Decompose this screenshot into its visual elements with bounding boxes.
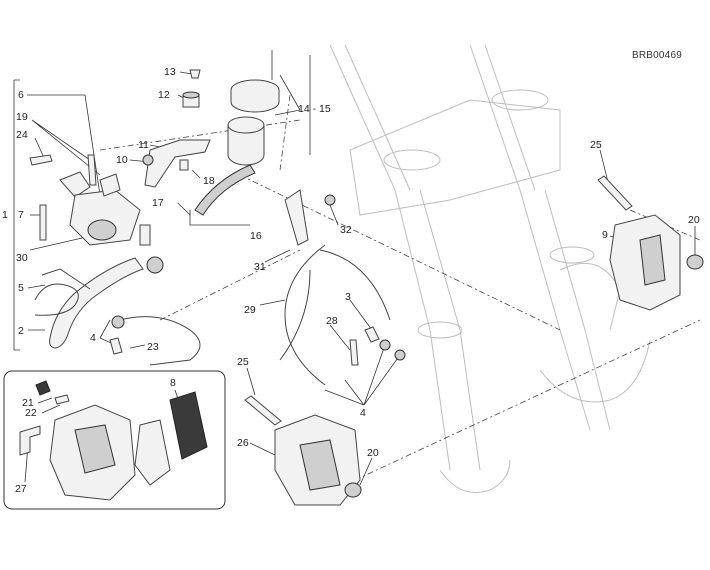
- callout-4a: 4: [90, 332, 96, 344]
- callout-21: 21: [22, 397, 34, 409]
- callout-25b: 25: [237, 356, 249, 368]
- callout-20b: 20: [367, 447, 379, 459]
- callout-23: 23: [147, 341, 159, 353]
- caliper-left: [244, 395, 362, 506]
- callout-2: 2: [18, 325, 24, 337]
- callout-10: 10: [116, 154, 128, 166]
- callout-6: 6: [18, 89, 24, 101]
- callout-24: 24: [16, 129, 28, 141]
- brake-line: [279, 189, 406, 386]
- callout-8: 8: [170, 377, 176, 389]
- inset-panel-frame: [3, 370, 226, 510]
- callout-13: 13: [164, 66, 176, 78]
- reservoir-group: [142, 50, 280, 216]
- caliper-right: [597, 175, 704, 311]
- callout-17: 17: [152, 197, 164, 209]
- callout-30: 30: [16, 252, 28, 264]
- callout-27: 27: [15, 483, 27, 495]
- callout-28: 28: [326, 315, 338, 327]
- inset-caliper-and-pads: [19, 380, 208, 501]
- callout-3: 3: [345, 291, 351, 303]
- callout-4b: 4: [360, 407, 366, 419]
- callout-25a: 25: [590, 139, 602, 151]
- callout-20a: 20: [688, 214, 700, 226]
- callout-11: 11: [138, 139, 149, 151]
- callout-9: 9: [602, 229, 608, 241]
- diagram-code: BRB00469: [632, 50, 682, 61]
- master-cylinder-group: [29, 154, 201, 366]
- callout-31: 31: [254, 261, 266, 273]
- callout-12: 12: [158, 89, 170, 101]
- callout-26: 26: [237, 437, 249, 449]
- callout-32: 32: [340, 224, 352, 236]
- callout-7: 7: [18, 209, 24, 221]
- callout-14-15: 14 - 15: [298, 103, 331, 115]
- callout-16: 16: [250, 230, 262, 242]
- callout-18: 18: [203, 175, 215, 187]
- front-fork-outline: [329, 44, 651, 493]
- callout-19: 19: [16, 111, 28, 123]
- callout-5: 5: [18, 282, 24, 294]
- callout-1: 1: [2, 209, 8, 221]
- callout-22: 22: [25, 407, 37, 419]
- callout-29: 29: [244, 304, 256, 316]
